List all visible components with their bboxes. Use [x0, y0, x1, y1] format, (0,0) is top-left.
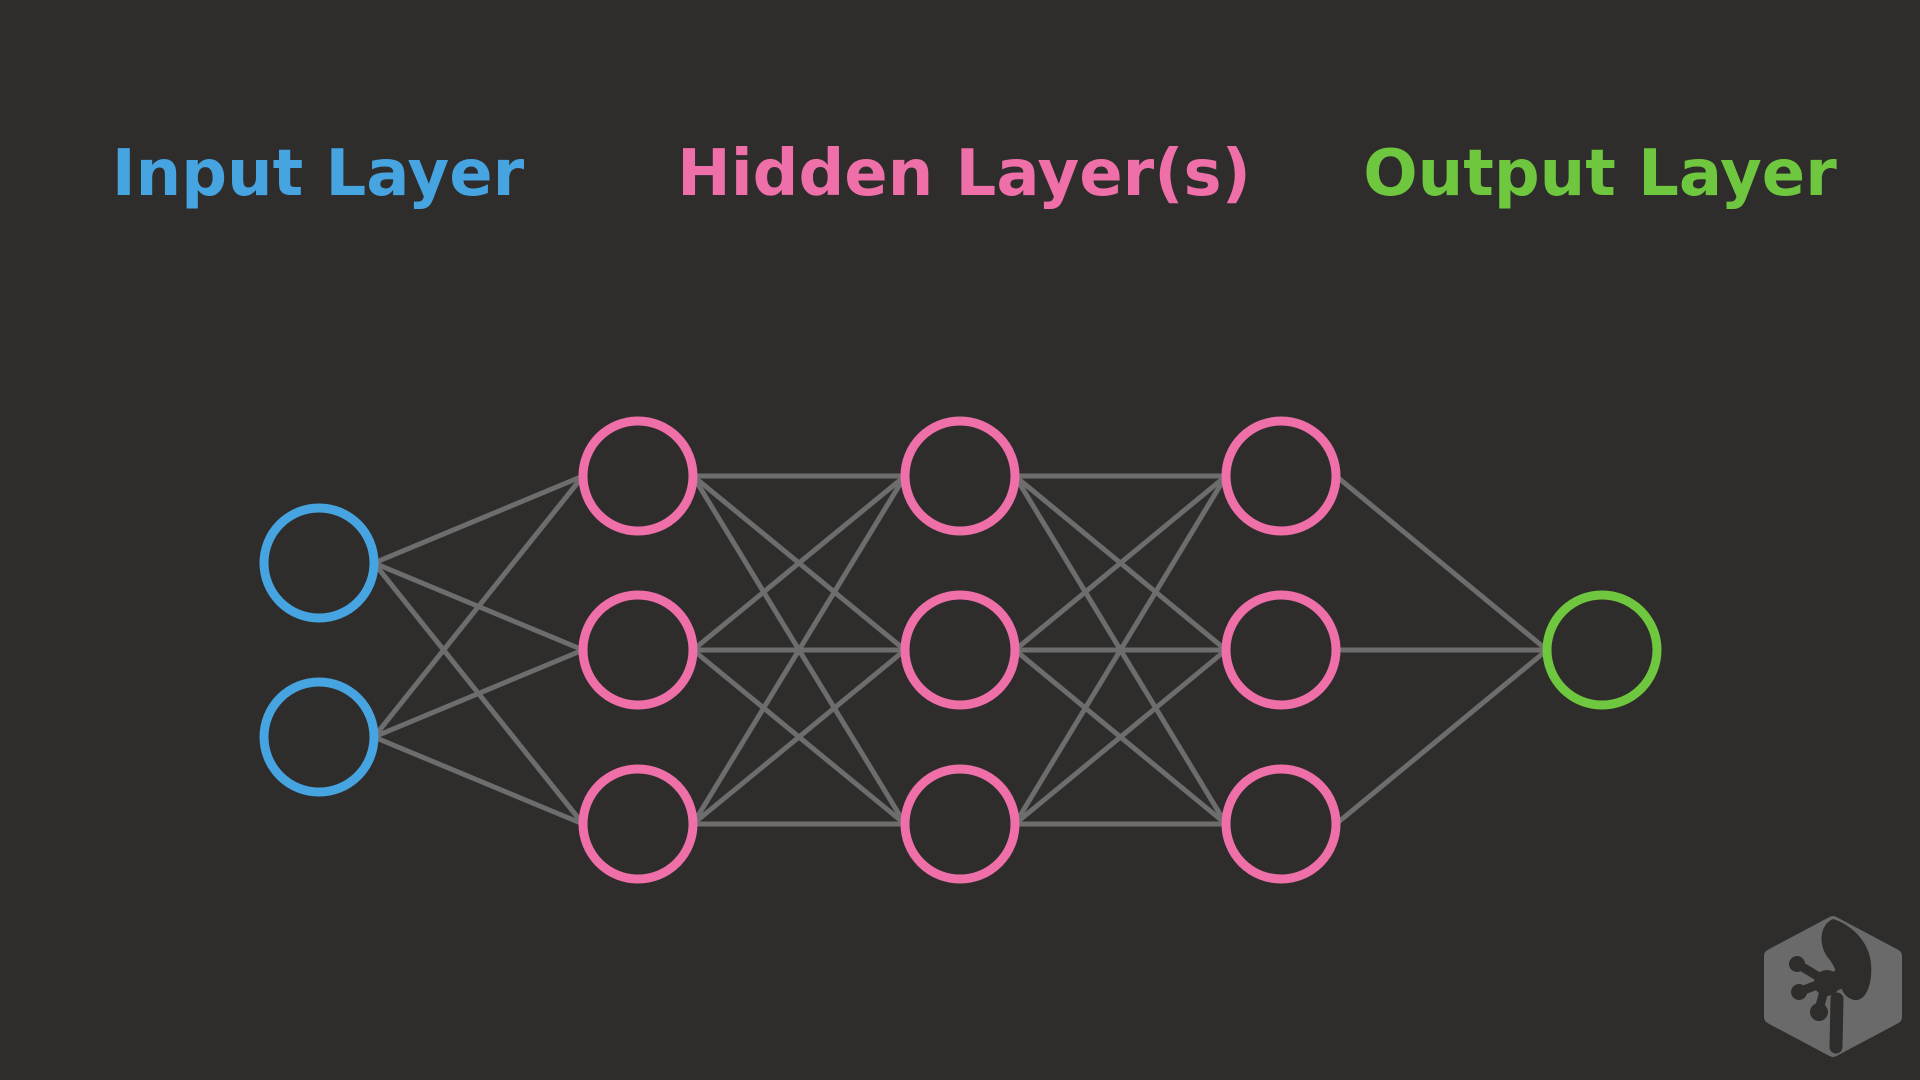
edge-input-2-to-hidden-1-2 [373, 647, 584, 740]
hidden-3-node-2 [1221, 590, 1341, 710]
hidden-1-node-1 [578, 416, 698, 536]
hidden-layers-title: Hidden Layer(s) [677, 137, 1251, 211]
tree-silhouette [1789, 919, 1872, 1054]
hidden-2-node-2 [900, 590, 1020, 710]
edges [372, 473, 1549, 827]
hidden-2-node-3 [900, 764, 1020, 884]
edge-hidden-2-2-to-hidden-3-1 [1013, 474, 1228, 652]
treehouse-logo-icon [1764, 916, 1902, 1057]
hidden-1-node-3 [578, 764, 698, 884]
edge-hidden-1-2-to-hidden-2-1 [691, 474, 907, 652]
edge-hidden-3-1-to-output-1 [1334, 474, 1549, 652]
output-layer-title: Output Layer [1363, 137, 1837, 211]
edge-hidden-1-3-to-hidden-2-1 [690, 474, 908, 826]
input-layer-title: Input Layer [111, 137, 525, 211]
edge-input-1-to-hidden-1-1 [373, 473, 584, 566]
hidden-3-node-3 [1221, 764, 1341, 884]
hidden-3-node-1 [1221, 416, 1341, 536]
input-node-1 [259, 503, 379, 623]
edge-input-2-to-hidden-1-1 [372, 474, 585, 739]
edge-hidden-3-3-to-output-1 [1334, 648, 1549, 826]
edge-input-2-to-hidden-1-3 [373, 734, 584, 827]
edge-hidden-2-3-to-hidden-3-1 [1012, 474, 1229, 826]
output-node-1 [1542, 590, 1662, 710]
hidden-1-node-2 [578, 590, 698, 710]
input-node-2 [259, 677, 379, 797]
edge-hidden-1-3-to-hidden-2-2 [691, 648, 907, 826]
hidden-2-node-1 [900, 416, 1020, 536]
edge-hidden-2-3-to-hidden-3-2 [1013, 648, 1228, 826]
